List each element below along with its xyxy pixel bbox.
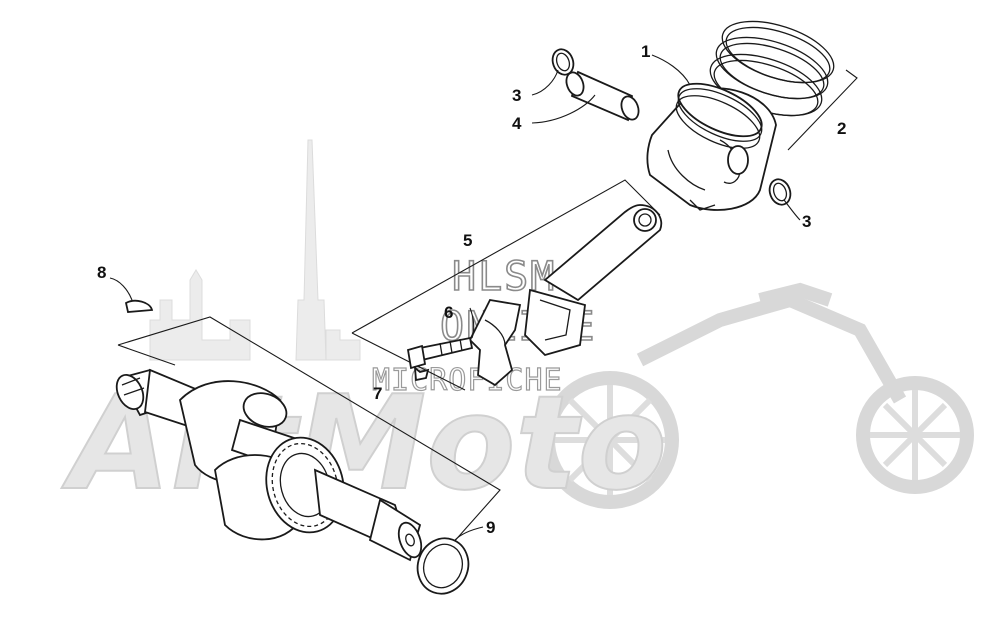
callout-piston-pin: 4 — [512, 114, 522, 133]
callout-rings: 2 — [837, 119, 846, 138]
watermark-brand-text: ArtMoto — [61, 367, 667, 519]
woodruff-key — [124, 299, 154, 313]
callout-oil-seal-ring: 9 — [486, 518, 495, 537]
piston — [646, 82, 777, 211]
circlip-right — [768, 178, 792, 206]
callout-circlip-left: 3 — [512, 86, 521, 105]
watermark-line3: MICROFICHE — [372, 363, 563, 398]
circlip-left — [551, 48, 575, 76]
rod-bolt — [406, 336, 474, 382]
callout-piston: 1 — [641, 42, 650, 61]
callout-rod-bolt: 6 — [444, 303, 453, 322]
group-bracket-crank — [117, 316, 501, 581]
callout-circlip-right: 3 — [802, 212, 811, 231]
callout-connecting-rod: 5 — [463, 231, 472, 250]
watermark-skyline — [149, 139, 361, 361]
crankshaft — [115, 368, 423, 562]
leader-lines — [109, 54, 801, 541]
callout-woodruff-key: 8 — [97, 263, 106, 282]
watermark-motorcycle — [541, 282, 974, 509]
callout-crankshaft: 7 — [373, 384, 382, 403]
oil-seal-ring — [416, 537, 470, 595]
connecting-rod — [468, 204, 663, 387]
group-bracket-rings — [787, 69, 858, 151]
group-bracket-rod — [351, 179, 661, 391]
watermark-motorcycle-spokes — [555, 385, 960, 495]
piston-pin — [565, 70, 640, 122]
